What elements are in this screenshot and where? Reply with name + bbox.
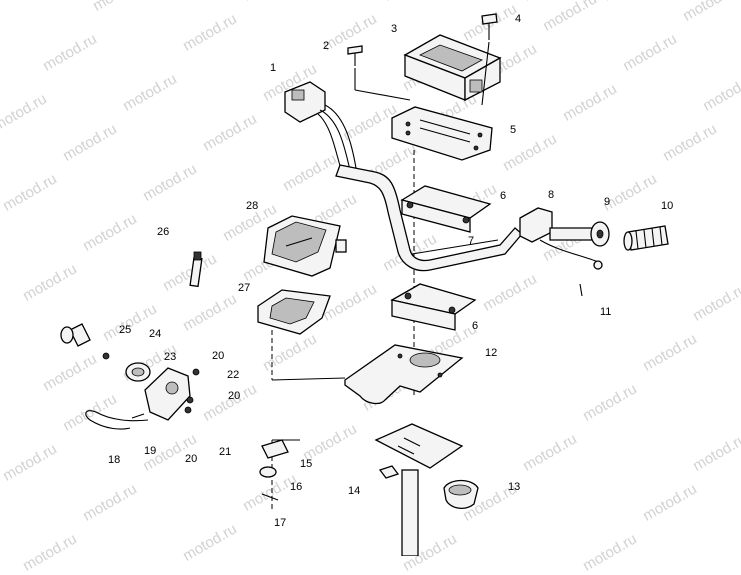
screw-part-4 xyxy=(481,13,498,40)
callout-12: 12 xyxy=(485,347,498,359)
mounting-plate-part-5 xyxy=(391,106,493,161)
callout-11: 11 xyxy=(600,306,612,318)
callout-3: 3 xyxy=(391,23,398,35)
callout-1: 1 xyxy=(270,62,277,74)
switch-assembly-left xyxy=(60,323,200,430)
callout-20-a: 20 xyxy=(212,350,225,362)
callout-23: 23 xyxy=(164,351,177,363)
callout-8: 8 xyxy=(548,189,555,201)
callout-26: 26 xyxy=(157,226,170,238)
callout-15: 15 xyxy=(300,458,313,470)
diagram-drawing xyxy=(60,13,669,556)
steering-post xyxy=(374,423,464,556)
callout-14: 14 xyxy=(348,485,361,497)
module-part-3 xyxy=(403,34,502,102)
callout-13: 13 xyxy=(508,481,521,493)
callout-27: 27 xyxy=(238,282,251,294)
callout-21: 21 xyxy=(219,446,232,458)
callout-5: 5 xyxy=(510,124,517,136)
callout-25: 25 xyxy=(119,324,132,336)
clamp-upper-part-6 xyxy=(400,185,492,233)
callout-19: 19 xyxy=(144,445,157,457)
callout-20-c: 20 xyxy=(185,453,198,465)
sensor-part-26 xyxy=(189,251,203,288)
clamp-ring-part-13 xyxy=(443,479,479,510)
pin-part-11 xyxy=(579,283,583,297)
callout-2: 2 xyxy=(323,40,330,52)
callout-28: 28 xyxy=(246,200,259,212)
bracket-part-12 xyxy=(344,344,464,405)
callout-6-upper: 6 xyxy=(500,190,507,202)
callout-10: 10 xyxy=(661,200,674,212)
leader-line xyxy=(354,89,411,101)
nut-part-14 xyxy=(378,465,400,479)
callout-6-lower: 6 xyxy=(472,320,479,332)
meter-housing-part-27 xyxy=(257,289,331,335)
switch-housing-part xyxy=(284,81,357,173)
grip-part-10 xyxy=(623,225,669,251)
callout-20-b: 20 xyxy=(228,390,241,402)
small-fittings-15-16-17 xyxy=(259,439,289,501)
speedometer-part-28 xyxy=(263,215,347,277)
throttle-control-part-8 xyxy=(519,207,603,270)
callout-17: 17 xyxy=(274,517,287,529)
callout-4: 4 xyxy=(515,13,522,25)
callout-18: 18 xyxy=(108,454,121,466)
bolt-part-2 xyxy=(347,45,363,66)
end-cap-part-9 xyxy=(590,221,610,247)
callout-24: 24 xyxy=(149,328,162,340)
leader-line xyxy=(271,377,346,381)
callout-16: 16 xyxy=(290,481,303,493)
leader-line xyxy=(481,41,490,106)
callout-7: 7 xyxy=(468,235,475,247)
callout-9: 9 xyxy=(604,196,611,208)
callout-22: 22 xyxy=(227,369,240,381)
clamp-lower-part-6 xyxy=(390,283,477,331)
